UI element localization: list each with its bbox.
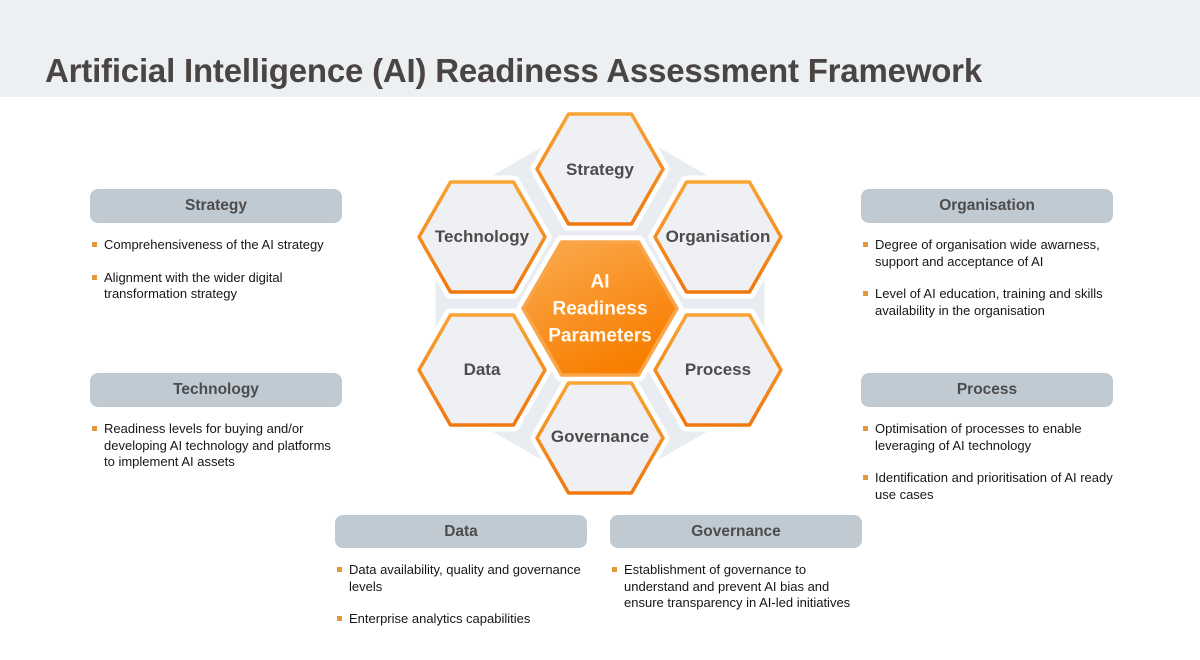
panel-governance-title: Governance <box>691 522 781 540</box>
bullet-square-icon <box>92 426 97 431</box>
hexagon-governance <box>535 381 665 495</box>
panel-strategy: Strategy Comprehensiveness of the AI str… <box>90 189 342 319</box>
bullet-item: Alignment with the wider digital transfo… <box>92 270 342 303</box>
center-label-line2: Readiness <box>552 298 648 320</box>
bullet-item: Data availability, quality and governanc… <box>337 562 587 595</box>
center-hexagon-label: AI Readiness Parameters <box>548 269 652 350</box>
bullet-text: Establishment of governance to understan… <box>624 562 851 610</box>
hexagon-center <box>521 240 679 377</box>
bullet-square-icon <box>337 616 342 621</box>
panel-technology-header: Technology <box>90 373 342 407</box>
panel-organisation-header: Organisation <box>861 189 1113 223</box>
bullet-item: Optimisation of processes to enable leve… <box>863 421 1113 454</box>
bullet-item: Enterprise analytics capabilities <box>337 611 587 628</box>
bullet-item: Identification and prioritisation of AI … <box>863 470 1113 503</box>
panel-organisation-body: Degree of organisation wide awarness, su… <box>861 237 1113 319</box>
panel-process-title: Process <box>956 381 1018 398</box>
bullet-text: Readiness levels for buying and/or devel… <box>104 421 331 469</box>
hexagon-label-governance: Governance <box>550 427 650 446</box>
panel-strategy-body: Comprehensiveness of the AI strategy Ali… <box>90 237 342 303</box>
bullet-square-icon <box>92 242 97 247</box>
page-title: Artificial Intelligence (AI) Readiness A… <box>45 52 982 90</box>
hexagon-strategy <box>535 112 665 226</box>
bullet-square-icon <box>863 475 868 480</box>
panel-strategy-title: Strategy <box>184 197 248 214</box>
panel-organisation: Organisation Degree of organisation wide… <box>861 189 1113 335</box>
panel-process-body: Optimisation of processes to enable leve… <box>861 421 1113 503</box>
panel-organisation-title: Organisation <box>939 197 1035 214</box>
hexagon-label-organisation: Organisation <box>665 227 771 246</box>
panel-data-header: Data <box>335 515 587 548</box>
hexagon-technology <box>417 180 547 294</box>
bullet-text: Identification and prioritisation of AI … <box>875 470 1113 502</box>
hexagon-label-process: Process <box>684 360 752 379</box>
panel-data: Data Data availability, quality and gove… <box>335 515 587 644</box>
panel-governance-body: Establishment of governance to understan… <box>610 562 862 612</box>
bullet-item: Readiness levels for buying and/or devel… <box>92 421 342 471</box>
hexagon-process <box>653 313 783 427</box>
panel-technology-title: Technology <box>173 381 259 398</box>
bullet-item: Comprehensiveness of the AI strategy <box>92 237 342 254</box>
bullet-text: Degree of organisation wide awarness, su… <box>875 237 1100 269</box>
panel-technology-body: Readiness levels for buying and/or devel… <box>90 421 342 471</box>
bullet-text: Optimisation of processes to enable leve… <box>875 421 1082 453</box>
panel-process: Process Optimisation of processes to ena… <box>861 373 1113 519</box>
bullet-text: Level of AI education, training and skil… <box>875 286 1103 318</box>
hexagon-organisation <box>653 180 783 294</box>
hexagon-label-strategy: Strategy <box>565 160 635 179</box>
bullet-item: Level of AI education, training and skil… <box>863 286 1113 319</box>
bullet-text: Comprehensiveness of the AI strategy <box>104 237 324 252</box>
panel-governance: Governance Establishment of governance t… <box>610 515 862 628</box>
bullet-text: Alignment with the wider digital transfo… <box>104 269 283 302</box>
panel-process-header: Process <box>861 373 1113 407</box>
bullet-square-icon <box>863 426 868 431</box>
panel-data-title: Data <box>444 522 478 540</box>
panel-technology: Technology Readiness levels for buying a… <box>90 373 342 487</box>
bullet-square-icon <box>92 274 97 280</box>
bullet-square-icon <box>337 567 342 572</box>
panel-strategy-header: Strategy <box>90 189 342 223</box>
hexagon-data <box>417 313 547 427</box>
bullet-square-icon <box>612 567 617 572</box>
panel-data-body: Data availability, quality and governanc… <box>335 562 587 628</box>
bullet-square-icon <box>863 242 868 247</box>
center-label-line1: AI <box>590 271 610 293</box>
header-band <box>0 0 1200 97</box>
bullet-item: Degree of organisation wide awarness, su… <box>863 237 1113 270</box>
bullet-square-icon <box>863 291 868 296</box>
center-label-line3: Parameters <box>548 325 652 347</box>
hexagon-label-data: Data <box>463 360 501 379</box>
hexagon-label-technology: Technology <box>434 227 530 246</box>
bullet-text: Data availability, quality and governanc… <box>349 562 581 594</box>
bullet-text: Enterprise analytics capabilities <box>349 611 531 626</box>
bullet-item: Establishment of governance to understan… <box>612 562 862 612</box>
panel-governance-header: Governance <box>610 515 862 548</box>
